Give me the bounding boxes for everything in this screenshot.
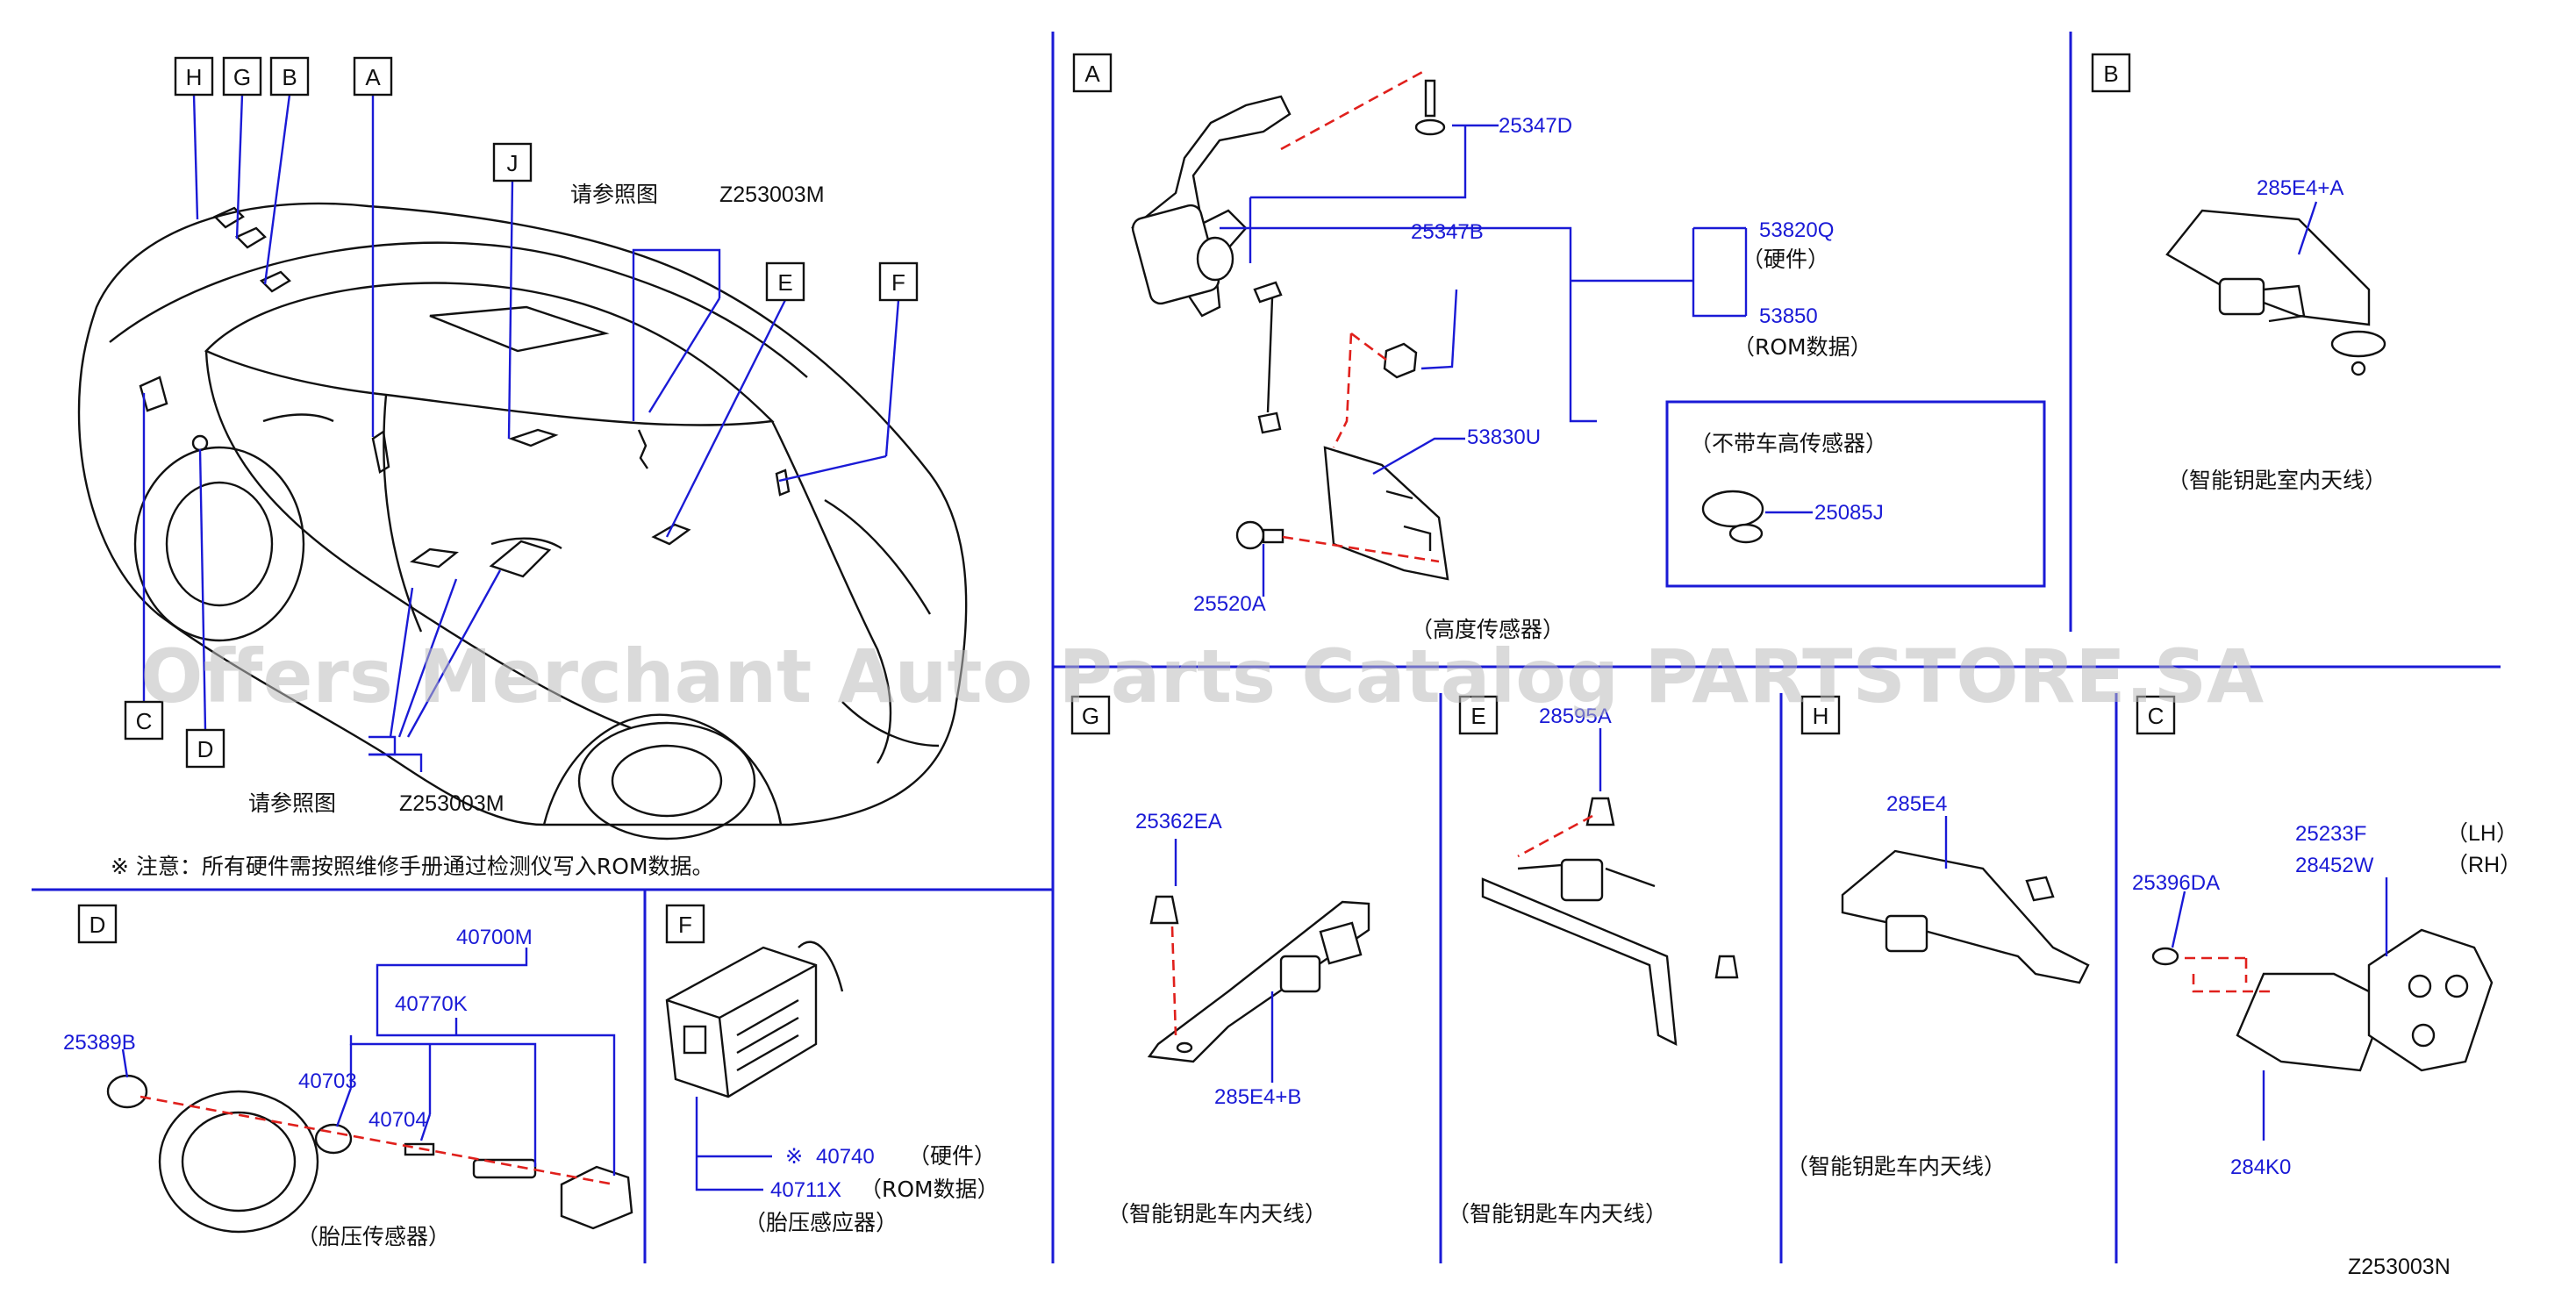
rom-note: ※ 注意：所有硬件需按照维修手册通过检测仪写入ROM数据。 <box>111 854 714 879</box>
caption-d: （胎压传感器） <box>297 1224 450 1249</box>
inset-title: （不带车高传感器） <box>1690 431 1887 456</box>
callout-h: H <box>186 64 203 90</box>
overview-callouts: H G B A J E F C D <box>124 56 919 769</box>
part-25520a: 25520A <box>1193 592 1266 616</box>
callout-d: D <box>197 736 214 762</box>
part-40740: 40740 <box>816 1145 875 1169</box>
caption-g: （智能钥匙车内天线） <box>1107 1201 1327 1227</box>
callout-j: J <box>507 150 519 176</box>
section-separators <box>32 32 2501 1263</box>
watermark: Offers Merchant Auto Parts Catalog PARTS… <box>140 633 2264 719</box>
callout-e: E <box>777 269 792 296</box>
part-40770k: 40770K <box>395 992 468 1016</box>
caption-f: （胎压感应器） <box>744 1210 898 1235</box>
part-40704: 40704 <box>369 1108 427 1132</box>
car-overview-illustration <box>77 202 968 841</box>
part-285e4a: 285E4+A <box>2257 176 2343 200</box>
caption-b: （智能钥匙室内天线） <box>2167 468 2386 493</box>
part-40703: 40703 <box>298 1070 357 1093</box>
section-b: B 285E4+A （智能钥匙室内天线） <box>2091 53 2386 493</box>
part-25085j: 25085J <box>1814 501 1884 525</box>
overview-leaders <box>142 94 900 772</box>
part-53830u: 53830U <box>1467 426 1541 449</box>
part-25347b: 25347B <box>1411 220 1484 244</box>
callout-g: G <box>233 64 251 90</box>
section-h: H 285E4 （智能钥匙车内天线） <box>1786 695 2090 1179</box>
section-d: D 40700M 40770K 25389B 40703 40704 （胎压传感… <box>63 904 633 1249</box>
rom-note-a: （ROM数据） <box>1733 334 1872 360</box>
section-a-label: A <box>1084 61 1100 87</box>
part-25347d: 25347D <box>1499 114 1572 138</box>
part-285e4b: 285E4+B <box>1214 1085 1301 1109</box>
section-e: E 28595A （智能钥匙车内天线） <box>1448 695 1739 1227</box>
refer-code-top: Z253003M <box>719 182 825 207</box>
section-f-label: F <box>678 912 692 938</box>
callout-c: C <box>136 708 153 734</box>
part-28595a: 28595A <box>1539 705 1612 728</box>
section-a: A 25347D 25347B 53820Q （硬件） 53850 <box>1072 53 2046 642</box>
callout-b: B <box>282 64 297 90</box>
refer-text-bottom: 请参照图 <box>248 790 336 816</box>
section-h-label: H <box>1813 703 1829 729</box>
part-25362ea: 25362EA <box>1135 810 1222 833</box>
section-e-label: E <box>1470 703 1485 729</box>
caption-e: （智能钥匙车内天线） <box>1448 1201 1667 1227</box>
diagram-code: Z253003N <box>2348 1255 2451 1279</box>
section-c-label: C <box>2148 703 2165 729</box>
section-g: G 25362EA 285E4+B （智能钥匙车内天线） <box>1070 695 1370 1227</box>
rh-note: （RH） <box>2446 853 2522 877</box>
part-285e4: 285E4 <box>1886 792 1947 816</box>
caption-h: （智能钥匙车内天线） <box>1786 1154 2006 1179</box>
part-40711x: 40711X <box>770 1178 841 1202</box>
callout-a: A <box>365 64 381 90</box>
section-g-label: G <box>1082 703 1099 729</box>
section-c: C 25396DA 25233F （LH） 28452W （RH） 284K0 <box>2132 695 2522 1179</box>
refer-text-top: 请参照图 <box>570 182 658 207</box>
rom-note-f: （ROM数据） <box>860 1177 999 1202</box>
hw-note-f: （硬件） <box>908 1143 996 1169</box>
hw-note-a: （硬件） <box>1742 247 1829 272</box>
part-28452w: 28452W <box>2295 854 2374 877</box>
section-d-label: D <box>89 912 106 938</box>
part-25396da: 25396DA <box>2132 871 2220 895</box>
section-b-label: B <box>2103 61 2118 87</box>
mark-40740: ※ <box>785 1145 803 1169</box>
refer-code-bottom: Z253003M <box>399 791 504 816</box>
part-25389b: 25389B <box>63 1031 136 1055</box>
callout-f: F <box>891 269 905 296</box>
part-25233f: 25233F <box>2295 822 2366 846</box>
part-284k0: 284K0 <box>2230 1155 2291 1179</box>
section-f: F ※ 40740 （硬件） 40711X （ROM数据） （胎压感应器） <box>665 904 999 1235</box>
part-40700m: 40700M <box>456 926 533 949</box>
lh-note: （LH） <box>2446 821 2518 846</box>
part-53850: 53850 <box>1759 304 1818 328</box>
part-53820q: 53820Q <box>1759 218 1834 242</box>
caption-a: （高度传感器） <box>1411 617 1564 642</box>
